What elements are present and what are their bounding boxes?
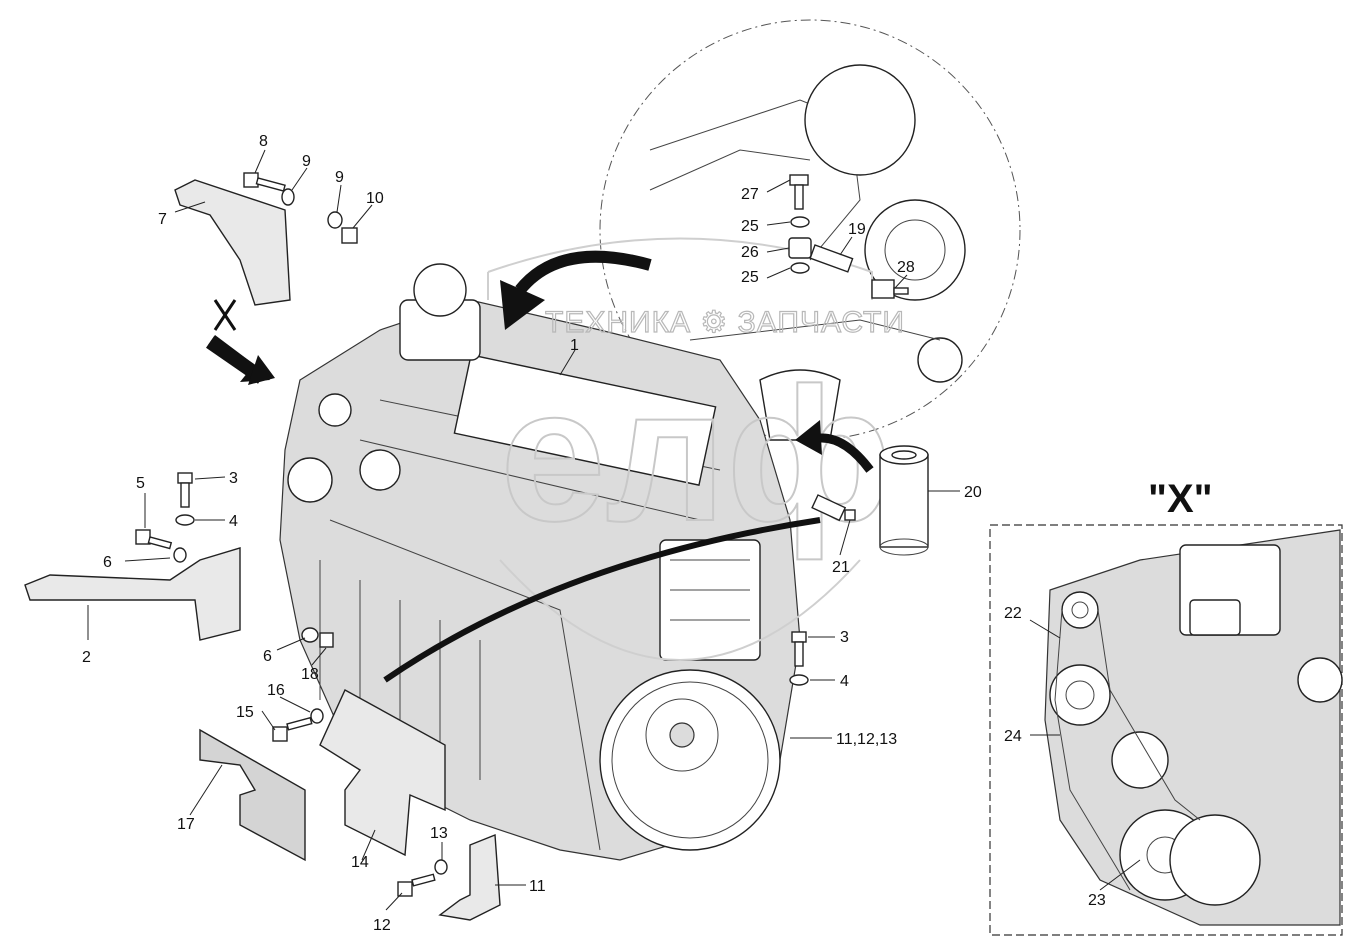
bolt-5 [135, 529, 173, 550]
callout-4: 4 [840, 673, 849, 690]
washer-4b [789, 674, 809, 686]
callout-3: 3 [840, 629, 849, 646]
callout-8: 8 [259, 133, 268, 150]
banjo-26 [788, 237, 812, 259]
bracket-2 [24, 547, 241, 641]
callout-15: 15 [236, 704, 254, 721]
oil-filter-20 [879, 445, 929, 556]
washer-9a [281, 188, 295, 206]
watermark-text: ТЕХНИКА ⚙ ЗАПЧАСТИ [545, 306, 905, 339]
insulation-17 [199, 728, 306, 862]
detail-sensor-area [649, 64, 966, 441]
bolt-12 [397, 873, 436, 897]
callout-7: 7 [158, 211, 167, 228]
washer-16 [310, 708, 324, 724]
callout-12: 12 [373, 917, 391, 934]
shield-14 [319, 689, 446, 857]
washer-13 [434, 859, 448, 875]
view-x-arrow [206, 299, 275, 385]
sensor-21 [811, 494, 856, 522]
callout-2: 2 [82, 649, 91, 666]
callout-28: 28 [897, 259, 915, 276]
arrow-head-filter [795, 420, 822, 455]
callout-labels: 1 2 3 3 4 4 5 6 6 7 8 9 9 10 11,12,13 11… [82, 133, 1106, 934]
callout-23: 23 [1088, 892, 1106, 909]
watermark: ТЕХНИКА ⚙ ЗАПЧАСТИ eлф [487, 237, 905, 661]
nut-10 [341, 227, 358, 244]
fitting-19 [809, 244, 854, 273]
callout-9: 9 [335, 169, 344, 186]
callout-6: 6 [103, 554, 112, 571]
washer-4a [175, 514, 195, 526]
callout-25: 25 [741, 269, 759, 286]
callout-11-12-13: 11,12,13 [836, 731, 897, 748]
inset-title: "X" [1148, 477, 1213, 521]
callout-19: 19 [848, 221, 866, 238]
callout-5: 5 [136, 475, 145, 492]
callout-26: 26 [741, 244, 759, 261]
callout-18: 18 [301, 666, 319, 683]
curved-arrow-sensor [383, 517, 821, 683]
callout-21: 21 [832, 559, 850, 576]
nut-18 [319, 632, 334, 648]
callout-17: 17 [177, 816, 195, 833]
arrow-head-top [500, 280, 545, 330]
callout-6: 6 [263, 648, 272, 665]
callout-24: 24 [1004, 728, 1022, 745]
inset-engine-view [1044, 529, 1343, 926]
washer-6a [173, 547, 187, 563]
watermark-logo: eлф [500, 349, 893, 561]
washer-25a [790, 216, 810, 228]
engine-block [279, 263, 801, 861]
callout-13: 13 [430, 825, 448, 842]
callout-10: 10 [366, 190, 384, 207]
callout-4: 4 [229, 513, 238, 530]
bolt-27 [789, 174, 809, 210]
callout-14: 14 [351, 854, 369, 871]
leader-lines [87, 149, 1141, 911]
callout-1: 1 [570, 337, 579, 354]
callout-3: 3 [229, 470, 238, 487]
washer-9b [327, 211, 343, 229]
bolt-3b [791, 631, 807, 667]
callout-9: 9 [302, 153, 311, 170]
callout-11: 11 [529, 878, 546, 895]
callout-16: 16 [267, 682, 285, 699]
callout-22: 22 [1004, 605, 1022, 622]
bolt-3a [177, 472, 193, 508]
bolt-8 [243, 172, 286, 192]
callout-25: 25 [741, 218, 759, 235]
callout-27: 27 [741, 186, 759, 203]
bolt-15 [272, 716, 313, 742]
bracket-11 [438, 833, 501, 921]
bracket-7 [174, 179, 291, 306]
sensor-28 [871, 279, 909, 299]
curved-arrow-top [515, 250, 652, 294]
callout-20: 20 [964, 484, 982, 501]
washer-6b [301, 627, 319, 643]
washer-25b [790, 262, 810, 274]
